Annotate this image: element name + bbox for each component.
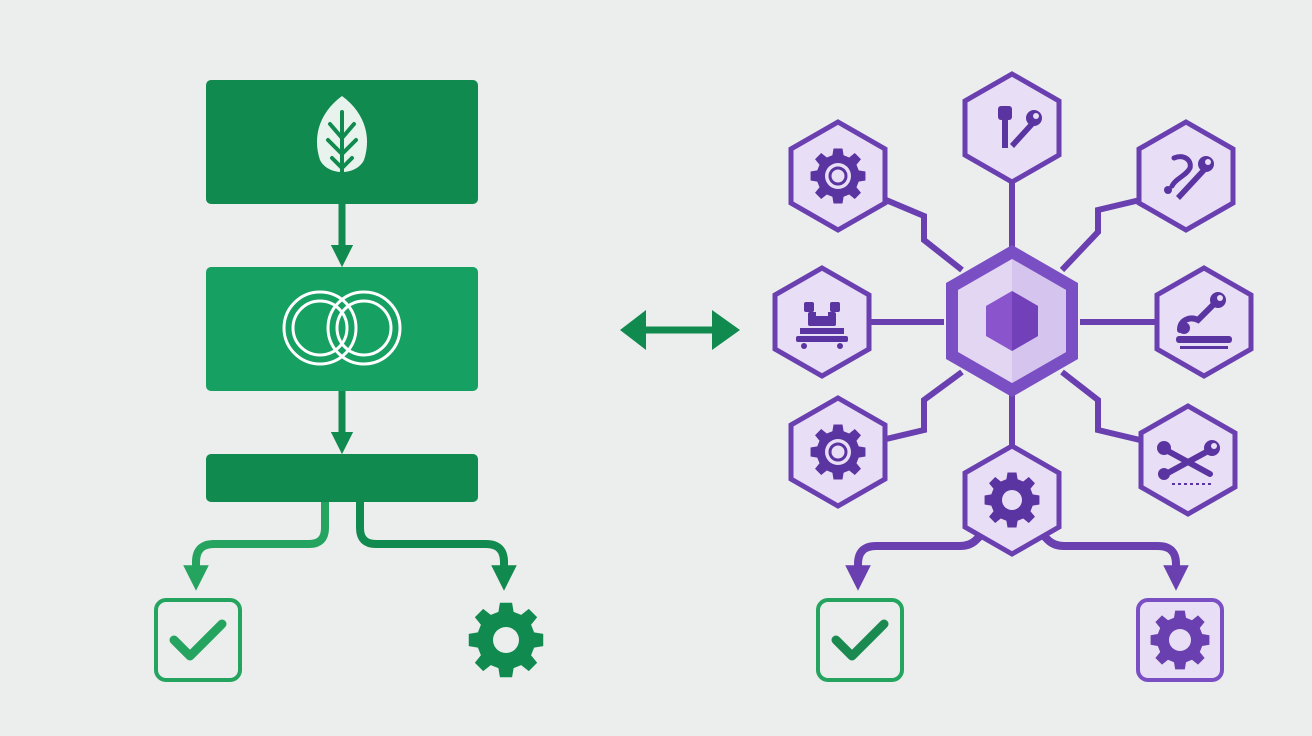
hub-node-top xyxy=(962,71,1062,185)
hub-core xyxy=(946,245,1078,397)
wrench-tool-icon xyxy=(1164,154,1214,200)
scissors-tool-icon xyxy=(1157,440,1220,485)
wrench-tool-icon xyxy=(998,106,1042,148)
gear-icon xyxy=(810,424,866,480)
interlocking-rings-icon xyxy=(282,290,402,366)
hub-branch-configure xyxy=(1041,533,1189,591)
merge-stage-box xyxy=(206,267,478,391)
branch-line-configure xyxy=(356,502,517,591)
success-outcome-box xyxy=(154,598,242,682)
gear-icon xyxy=(984,472,1040,528)
linear-pipeline xyxy=(154,80,544,682)
checkmark-icon xyxy=(831,619,889,661)
leaf-icon xyxy=(316,96,368,186)
hub-node-bottom xyxy=(962,443,1062,557)
branch-line-success xyxy=(183,502,329,591)
gear-icon xyxy=(810,148,866,204)
gear-icon xyxy=(468,602,544,678)
bidirectional-arrow-icon xyxy=(620,310,740,350)
hub-branch-success xyxy=(845,533,983,591)
checkmark-icon xyxy=(169,619,227,661)
machine-icon xyxy=(796,302,848,349)
hub-node-right xyxy=(1154,265,1254,379)
hub-success-outcome-box xyxy=(816,598,904,682)
hub-network xyxy=(772,71,1254,682)
hub-node-bottom-left xyxy=(788,395,888,509)
hub-node-bottom-right xyxy=(1138,403,1238,517)
hub-node-top-right xyxy=(1136,119,1236,233)
hub-node-left xyxy=(772,265,872,379)
gear-icon xyxy=(1150,610,1210,670)
hub-node-top-left xyxy=(788,119,888,233)
hub-spokes xyxy=(870,180,1160,456)
branch-stage-box xyxy=(206,454,478,502)
wrench-arm-icon xyxy=(1176,292,1232,349)
